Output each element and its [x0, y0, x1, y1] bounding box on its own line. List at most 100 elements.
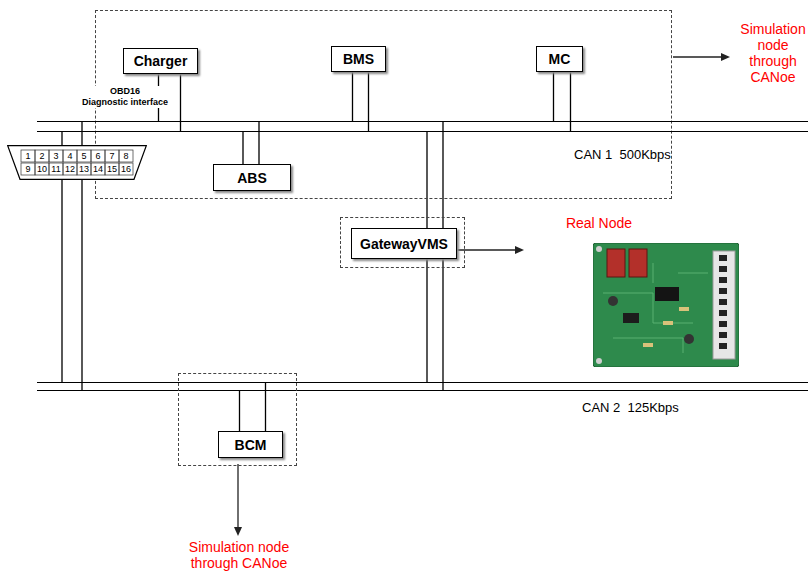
bus-connector: [427, 259, 443, 390]
bus-wire: [353, 72, 369, 131]
pin-number: 7: [105, 150, 119, 162]
arrow-head: [515, 246, 524, 254]
ecu-box: MC: [536, 46, 583, 72]
bus-connector: [353, 72, 369, 131]
terminal: [719, 321, 727, 327]
pcb-board: [593, 243, 739, 367]
pin-number: 15: [105, 163, 119, 175]
bus-wire: [427, 259, 443, 390]
pin-cell: [49, 163, 63, 175]
bus-wire: [427, 122, 443, 228]
can-bus: CAN 2 125Kbps: [37, 382, 808, 391]
pin-cell: [119, 150, 133, 162]
terminal: [719, 332, 727, 338]
bus-connector: [240, 383, 266, 431]
simulation-group: Simulation node through CANoeChargerBMSM…: [95, 10, 672, 199]
bus-connector: [62, 122, 82, 145]
pin-cell: [77, 150, 91, 162]
group-label: Simulation node through CANoe: [179, 539, 299, 571]
bus-connector: [62, 180, 82, 390]
terminal: [719, 277, 727, 283]
resistor: [663, 321, 673, 325]
terminal: [719, 310, 727, 316]
pin-number: 11: [49, 163, 63, 175]
pin-number: 4: [63, 150, 77, 162]
pin-number: 5: [77, 150, 91, 162]
node-label: BCM: [235, 437, 267, 453]
chip: [623, 313, 639, 323]
ecu-box: BMS: [331, 46, 386, 72]
arrow-head: [721, 53, 730, 61]
pin-number: 2: [35, 150, 49, 162]
pin-cell: [63, 150, 77, 162]
pin-number: 10: [35, 163, 49, 175]
node-label: MC: [549, 51, 571, 67]
group-label: Simulation node through CANoe: [737, 21, 809, 85]
pin-number: 6: [91, 150, 105, 162]
pin-number: 12: [63, 163, 77, 175]
ecu-box: ABS: [213, 164, 291, 191]
terminal: [719, 266, 727, 272]
connector-heading: OBD16: [80, 86, 170, 97]
leader-line: [673, 56, 722, 57]
pin-cell: [105, 150, 119, 162]
terminal-strip: [713, 251, 735, 359]
bus-wire: [62, 180, 82, 390]
arrow-head: [234, 527, 242, 536]
can-bus: CAN 1 500Kbps: [37, 121, 808, 132]
bus-wire: [243, 122, 259, 164]
capacitor: [684, 334, 694, 344]
gateway-box: GatewayVMS: [351, 228, 457, 259]
pin-cell: [91, 150, 105, 162]
capacitor: [608, 296, 618, 306]
bus-label: CAN 1 500Kbps: [574, 147, 671, 163]
relay: [629, 249, 647, 277]
node-label: GatewayVMS: [360, 236, 448, 252]
connector-heading: Diagnostic interface: [80, 97, 170, 108]
pin-cell: [49, 150, 63, 162]
terminal: [719, 299, 727, 305]
terminal: [719, 343, 727, 349]
bus-wire: [554, 72, 571, 131]
node-label: Charger: [134, 53, 188, 69]
pcb-photo: [593, 243, 739, 367]
pin-number: 9: [21, 163, 35, 175]
obd-connector: OBD16Diagnostic interface123456789101112…: [7, 145, 147, 180]
pin-cell: [63, 163, 77, 175]
connector-shell: [8, 146, 147, 180]
ecu-box: Charger: [123, 48, 198, 74]
pin-cell: [21, 150, 35, 162]
pin-cell: [35, 150, 49, 162]
leader-line: [237, 464, 238, 528]
mounting-hole: [596, 358, 602, 364]
resistor: [643, 343, 653, 347]
bus-connector: [427, 122, 443, 228]
connector-outline: [7, 145, 147, 180]
bus-wire: [62, 122, 82, 145]
ecu-box: BCM: [218, 431, 283, 458]
node-label: BMS: [343, 51, 374, 67]
terminal: [719, 255, 727, 261]
pin-number: 16: [119, 163, 133, 175]
node-label: ABS: [237, 170, 267, 186]
pin-number: 1: [21, 150, 35, 162]
bus-connector: [243, 122, 259, 164]
leader-line: [451, 249, 516, 250]
pin-number: 8: [119, 150, 133, 162]
pin-number: 14: [91, 163, 105, 175]
pin-cell: [77, 163, 91, 175]
real-node-group: Real NodeGatewayVMS: [340, 217, 465, 268]
terminal: [719, 288, 727, 294]
group-label: Real Node: [549, 215, 649, 231]
pin-cell: [35, 163, 49, 175]
chip: [655, 287, 679, 301]
bus-connector: [554, 72, 571, 131]
pin-number: 3: [49, 150, 63, 162]
relay: [607, 249, 625, 277]
pin-cell: [119, 163, 133, 175]
pin-cell: [105, 163, 119, 175]
mounting-hole: [596, 246, 602, 252]
pin-cell: [21, 163, 35, 175]
bus-label: CAN 2 125Kbps: [582, 400, 679, 416]
